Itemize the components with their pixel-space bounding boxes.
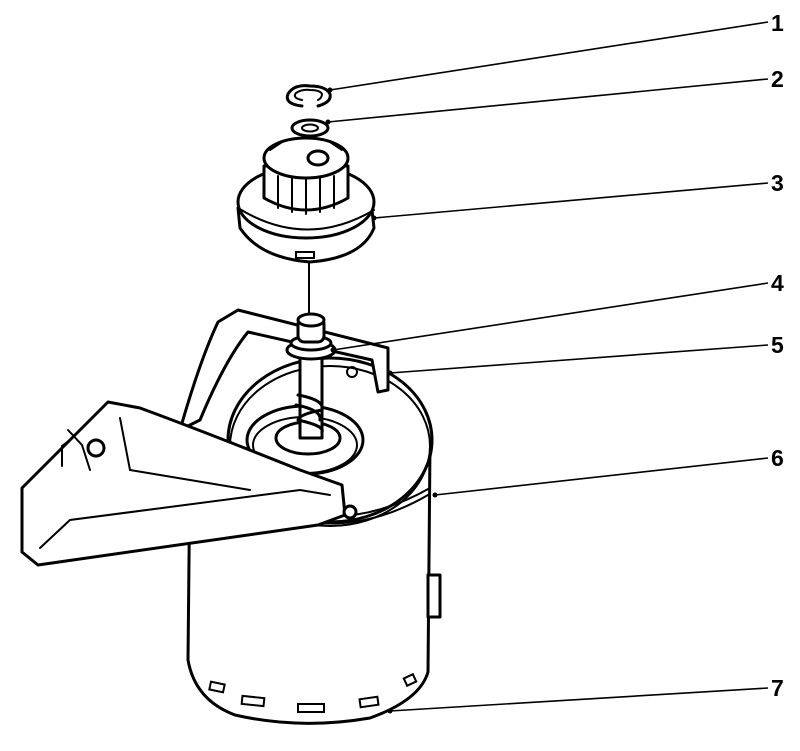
- callout-4: 4: [771, 270, 784, 296]
- callout-7: 7: [771, 675, 784, 701]
- leader-lines: [325, 21, 769, 714]
- callout-6: 6: [771, 445, 784, 471]
- retaining-ring: [285, 84, 332, 108]
- callout-1: 1: [771, 10, 784, 36]
- callout-5: 5: [771, 332, 784, 358]
- callout-2: 2: [771, 66, 784, 92]
- pinion-gear: [236, 136, 376, 264]
- mounting-bracket: [20, 308, 390, 567]
- callout-3: 3: [771, 170, 784, 196]
- callout-labels: 1 2 3 4 5 6 7: [771, 10, 784, 701]
- washer: [290, 118, 330, 138]
- drive-shaft-assembly: [285, 312, 337, 440]
